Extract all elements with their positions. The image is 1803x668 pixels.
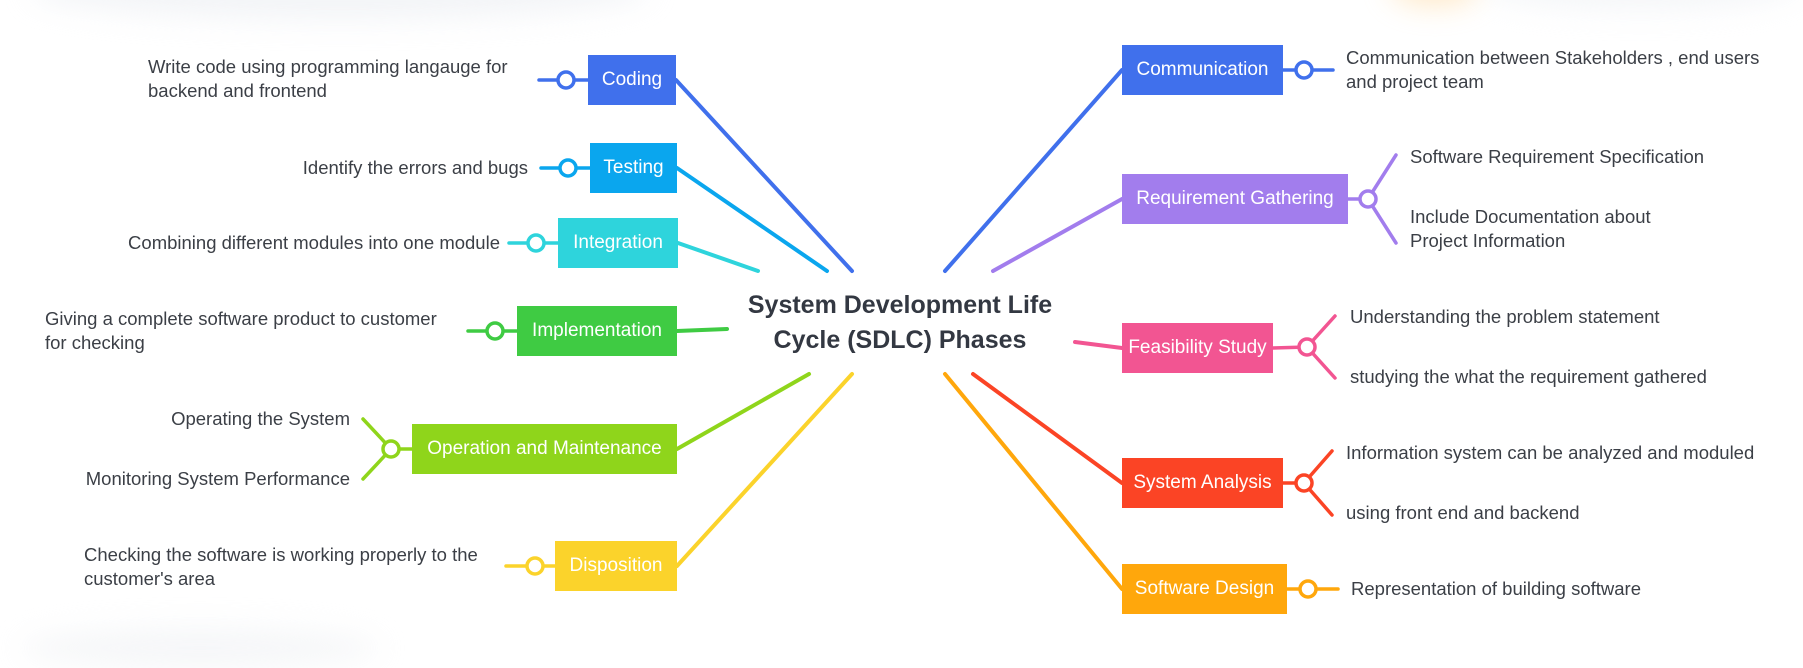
detail-text: Write code using programming langauge fo… xyxy=(148,56,508,101)
branch-connector xyxy=(675,166,829,273)
detail-text: Monitoring System Performance xyxy=(85,468,350,489)
collapse-toggle[interactable] xyxy=(556,70,576,90)
connector-lines xyxy=(361,60,1398,599)
topic-implementation[interactable]: Implementation xyxy=(517,306,677,356)
topic-integration[interactable]: Integration xyxy=(558,218,678,268)
topic-operation-and-maintenance[interactable]: Operation and Maintenance xyxy=(412,424,677,474)
branch-connector xyxy=(943,68,1124,273)
collapse-toggle[interactable] xyxy=(525,556,545,576)
branch-connector xyxy=(675,327,729,333)
collapse-toggle[interactable] xyxy=(558,158,578,178)
detail-text: Combining different modules into one mod… xyxy=(128,232,500,253)
mind-map: System Development Life Cycle (SDLC) Pha… xyxy=(30,0,1800,614)
detail-text: using front end and backend xyxy=(1346,502,1580,523)
collapse-toggle[interactable] xyxy=(381,439,401,459)
central-topic[interactable]: System Development Life Cycle (SDLC) Pha… xyxy=(747,291,1053,354)
branch-connector xyxy=(971,372,1124,485)
collapse-toggle[interactable] xyxy=(1298,579,1318,599)
detail-text: Communication between Stakeholders , end… xyxy=(1346,47,1760,92)
branch-connector xyxy=(675,372,854,568)
topic-feasibility-study[interactable]: Feasibility Study xyxy=(1122,323,1273,373)
topic-communication[interactable]: Communication xyxy=(1122,45,1283,95)
branch-connector xyxy=(943,372,1124,591)
topic-requirement-gathering[interactable]: Requirement Gathering xyxy=(1122,174,1348,224)
collapse-toggle[interactable] xyxy=(1294,473,1314,493)
topic-coding[interactable]: Coding xyxy=(588,55,676,105)
detail-text: studying the what the requirement gather… xyxy=(1350,366,1707,387)
detail-text: Understanding the problem statement xyxy=(1350,306,1660,327)
branch-connector xyxy=(674,78,854,273)
branch-connector xyxy=(991,197,1124,273)
topic-software-design[interactable]: Software Design xyxy=(1122,564,1287,614)
topic-disposition[interactable]: Disposition xyxy=(555,541,677,591)
detail-text: Checking the software is working properl… xyxy=(84,544,478,589)
topic-testing[interactable]: Testing xyxy=(590,143,677,193)
topic-system-analysis[interactable]: System Analysis xyxy=(1122,458,1283,508)
collapse-toggle[interactable] xyxy=(526,233,546,253)
collapse-toggle[interactable] xyxy=(1294,60,1314,80)
detail-text: Giving a complete software product to cu… xyxy=(45,308,437,353)
detail-text: Identify the errors and bugs xyxy=(302,157,528,178)
detail-text: Operating the System xyxy=(171,408,350,429)
collapse-toggle[interactable] xyxy=(485,321,505,341)
collapse-toggle[interactable] xyxy=(1358,189,1378,209)
branch-connector xyxy=(675,372,811,451)
detail-text: Software Requirement Specification xyxy=(1410,146,1705,167)
detail-text: Representation of building software xyxy=(1351,578,1642,599)
detail-text: Include Documentation about Project Info… xyxy=(1410,206,1651,251)
detail-text: Information system can be analyzed and m… xyxy=(1346,442,1755,463)
branch-connector xyxy=(676,241,760,273)
branch-connector xyxy=(1073,340,1124,350)
collapse-toggle[interactable] xyxy=(1297,337,1317,357)
